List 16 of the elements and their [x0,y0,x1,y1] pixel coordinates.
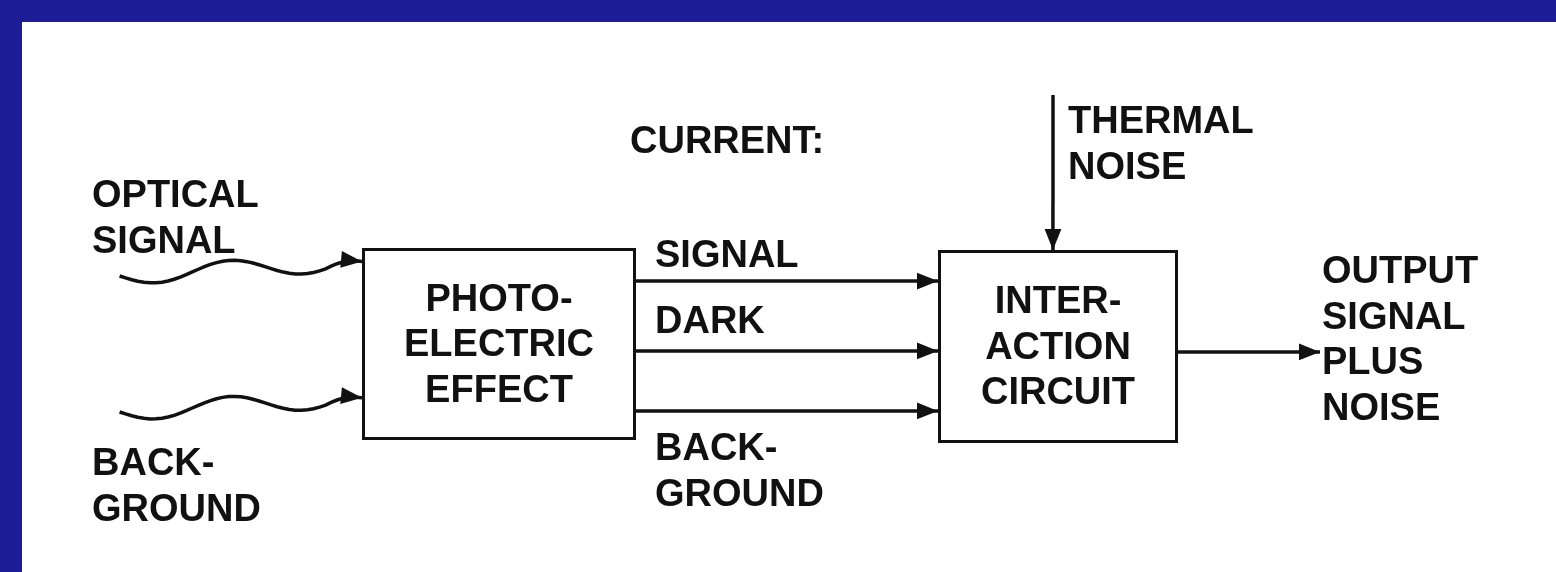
text-label: CURRENT: [630,118,825,163]
process-box [938,250,1178,443]
arrow [1044,95,1062,250]
process-box [362,248,636,440]
text-label: OUTPUT SIGNAL PLUS NOISE [1322,248,1480,430]
text-label: THERMAL NOISE [1068,98,1255,189]
text-label: OPTICAL SIGNAL [92,172,260,263]
text-label: INTER- ACTION CIRCUIT [979,278,1137,415]
arrow [636,402,938,420]
arrow [1178,343,1320,361]
wavy-arrow [119,387,363,421]
arrow [636,272,938,290]
wavy-arrow [119,251,363,285]
text-label: BACK- GROUND [92,440,262,531]
text-label: PHOTO- ELECTRIC EFFECT [403,275,595,412]
arrow [636,342,938,360]
